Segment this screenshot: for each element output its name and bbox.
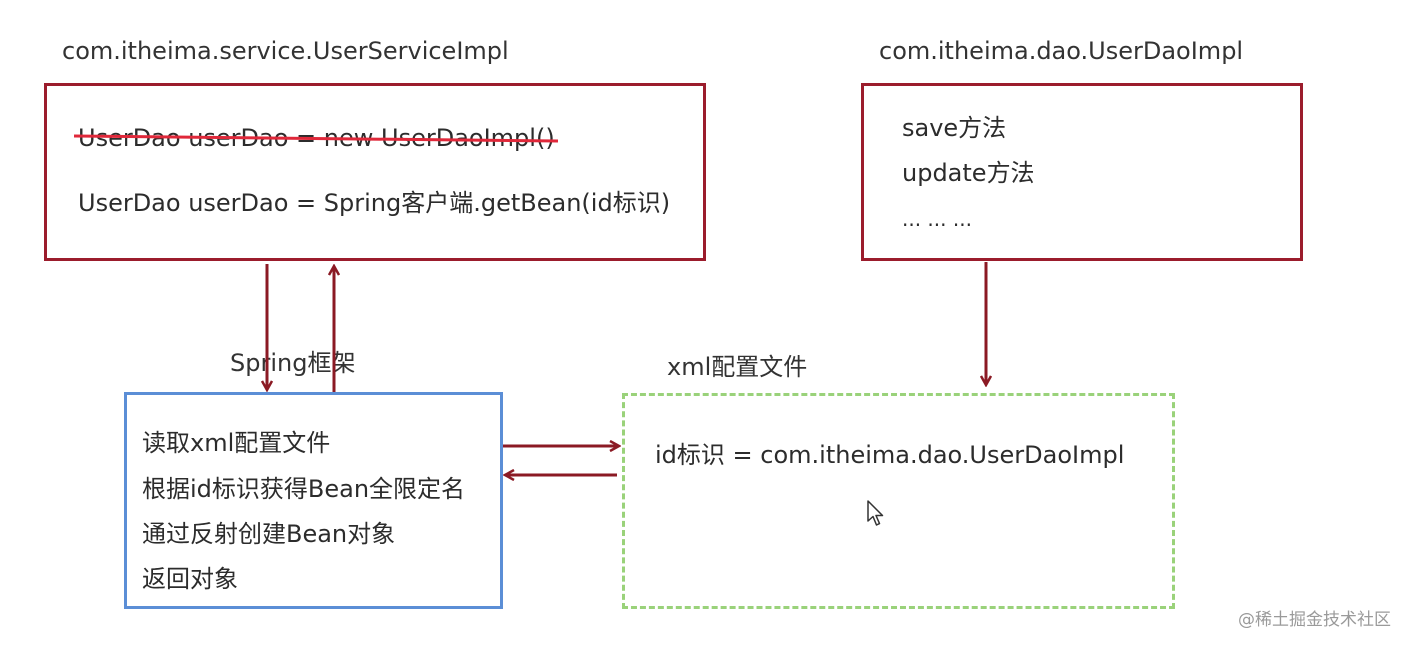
spring-step-4: 返回对象 xyxy=(142,565,238,593)
dao-title: com.itheima.dao.UserDaoImpl xyxy=(879,37,1244,65)
mouse-pointer-icon xyxy=(867,500,884,526)
service-title: com.itheima.service.UserServiceImpl xyxy=(62,37,509,65)
spring-box xyxy=(124,392,503,609)
spring-step-2: 根据id标识获得Bean全限定名 xyxy=(142,475,466,503)
xml-label: xml配置文件 xyxy=(667,353,808,381)
xml-entry: id标识 = com.itheima.dao.UserDaoImpl xyxy=(655,441,1125,469)
dao-method-update: update方法 xyxy=(902,159,1035,187)
service-new-line: UserDao userDao = Spring客户端.getBean(id标识… xyxy=(78,189,671,217)
watermark: @稀土掘金技术社区 xyxy=(1238,610,1391,630)
xml-box xyxy=(622,393,1175,609)
dao-box xyxy=(861,83,1303,261)
dao-method-save: save方法 xyxy=(902,114,1007,142)
spring-step-3: 通过反射创建Bean对象 xyxy=(142,520,396,548)
dao-method-ellipsis: ... ... ... xyxy=(902,207,972,231)
spring-step-1: 读取xml配置文件 xyxy=(142,429,331,457)
service-box xyxy=(44,83,706,261)
